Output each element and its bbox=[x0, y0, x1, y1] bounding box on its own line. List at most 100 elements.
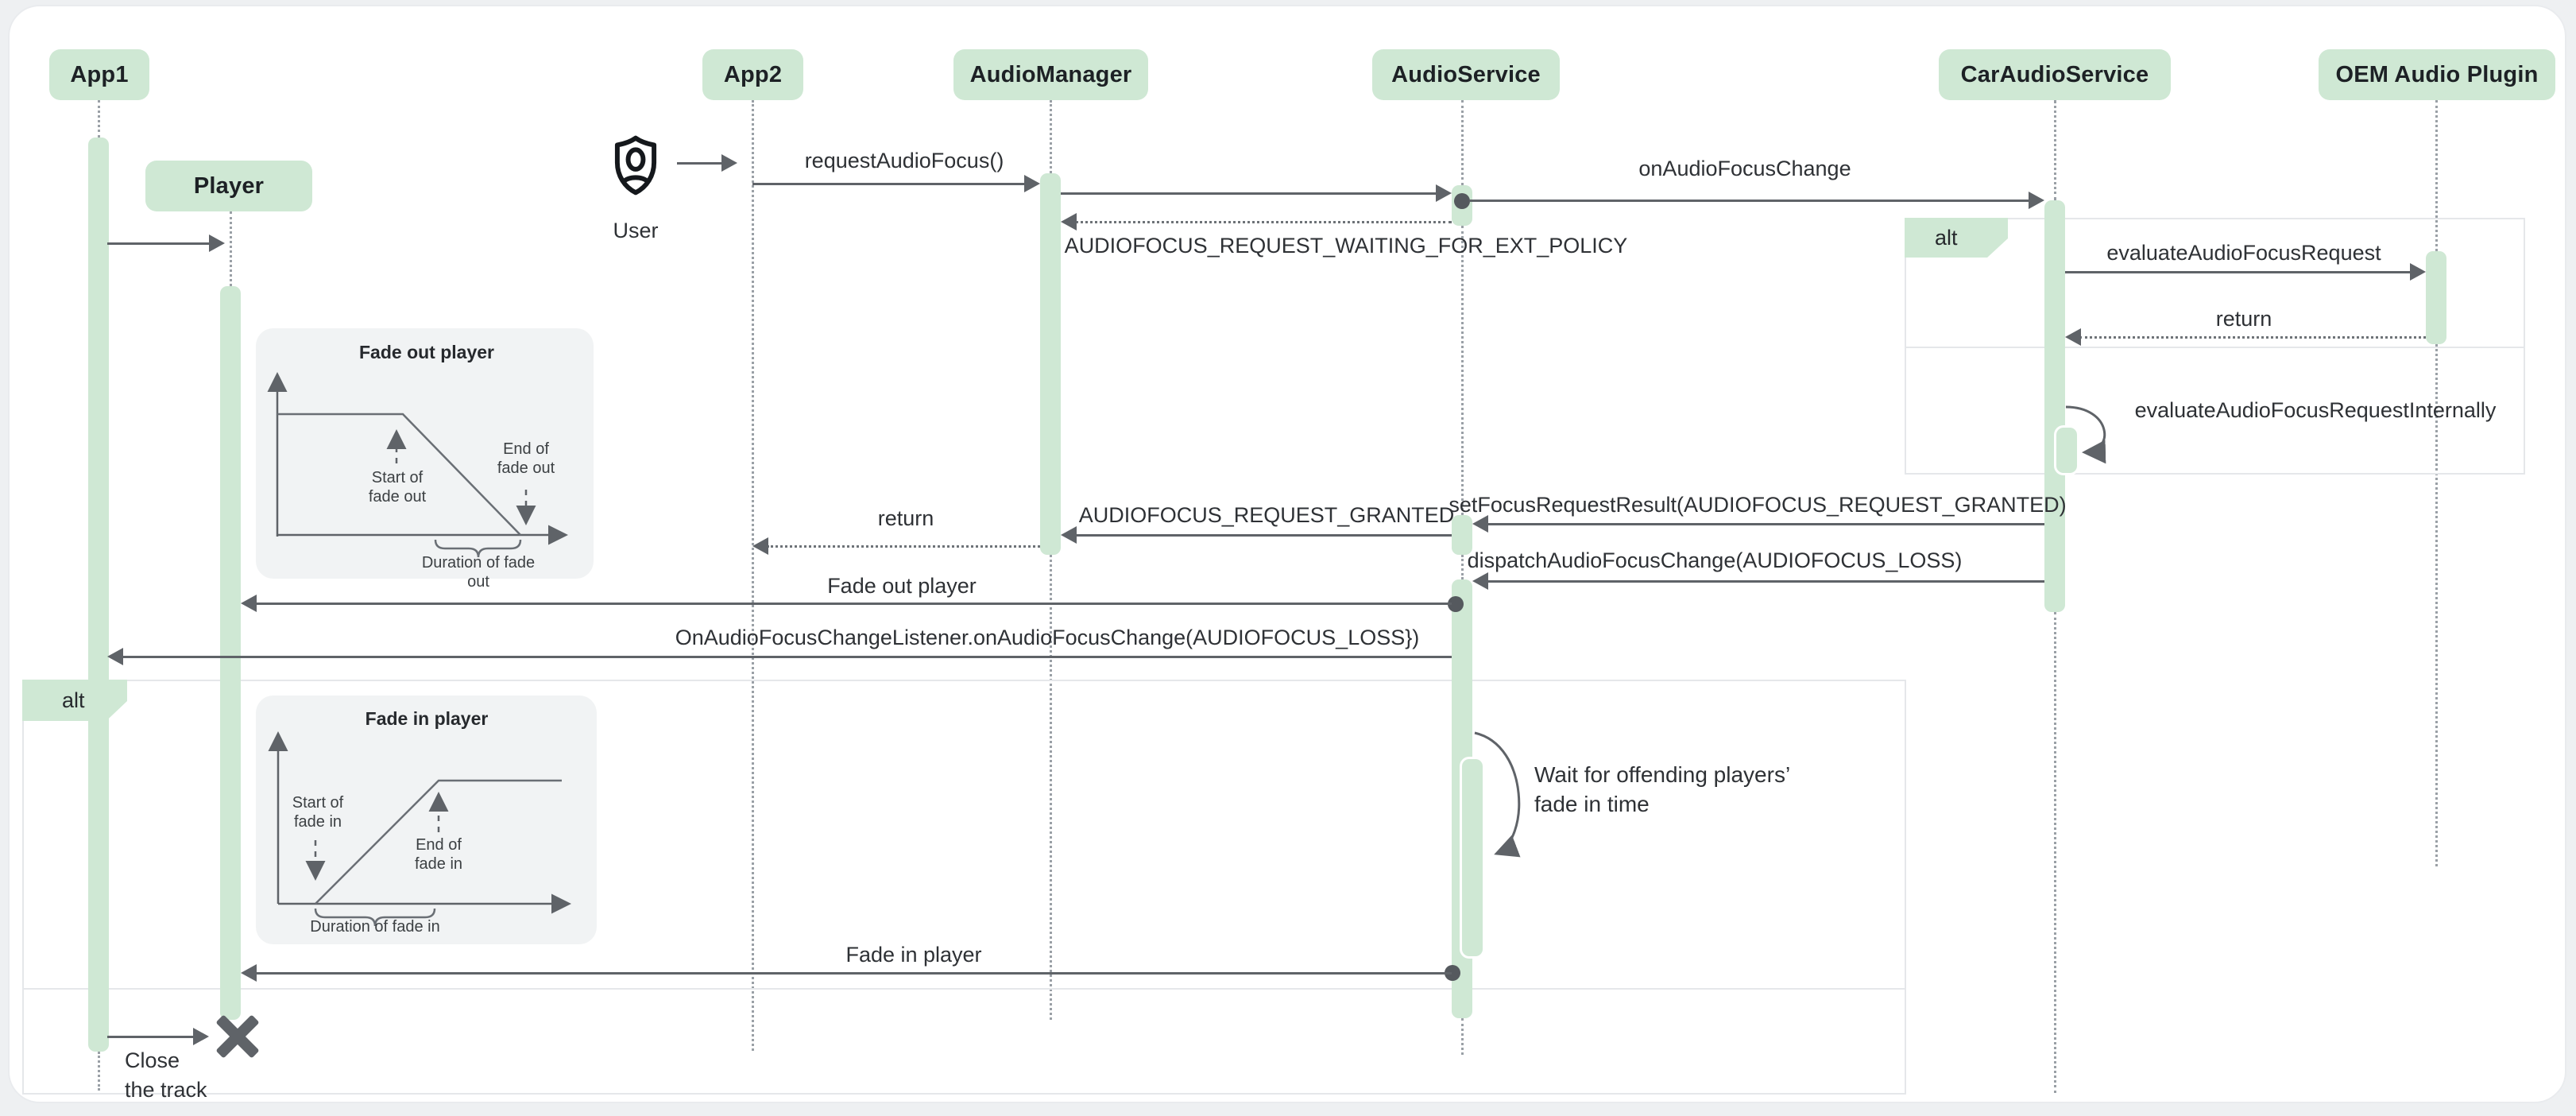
activation-caraudioservice bbox=[2044, 200, 2065, 612]
listener-arrowhead bbox=[107, 648, 123, 665]
wait-self-arc bbox=[1474, 731, 1521, 858]
evaluate-arrow bbox=[2065, 271, 2412, 273]
alt-label: alt bbox=[1935, 225, 1958, 250]
msg-set-focus-result: setFocusRequestResult(AUDIOFOCUS_REQUEST… bbox=[1449, 493, 2067, 517]
lifeline-oem bbox=[2435, 344, 2438, 866]
user-arrow bbox=[677, 162, 723, 165]
alt-frame-divider bbox=[24, 988, 1905, 990]
fade-out-line bbox=[255, 603, 1452, 605]
lifeline-audioservice bbox=[1461, 1018, 1464, 1055]
activation-app1 bbox=[88, 138, 109, 1052]
close-track-arrowhead bbox=[193, 1028, 209, 1045]
lifeline-audiomanager bbox=[1050, 100, 1052, 173]
evaluate-arrowhead bbox=[2410, 263, 2426, 281]
dispatch-arrowhead bbox=[1472, 572, 1488, 590]
close-track-line bbox=[107, 1036, 193, 1038]
on-change-arrow bbox=[1469, 200, 2030, 202]
message-origin-dot bbox=[1445, 965, 1460, 981]
alt-frame-tab: alt bbox=[1905, 218, 2008, 258]
fade-in-line bbox=[255, 972, 1452, 975]
set-focus-result-arrowhead bbox=[1472, 515, 1488, 533]
msg-evaluate-internally: evaluateAudioFocusRequestInternally bbox=[2134, 398, 2497, 422]
msg-granted: AUDIOFOCUS_REQUEST_GRANTED bbox=[1078, 503, 1455, 527]
fade-in-arrowhead bbox=[241, 964, 257, 982]
participant-label: AudioService bbox=[1391, 61, 1541, 87]
fade-out-chart-plot bbox=[267, 372, 568, 558]
msg-evaluate: evaluateAudioFocusRequest bbox=[2106, 241, 2381, 265]
granted-return-line bbox=[767, 545, 1040, 548]
lifeline-audioservice bbox=[1461, 226, 1464, 515]
granted-arrowhead bbox=[1061, 526, 1077, 544]
lifeline-app1 bbox=[98, 1052, 100, 1091]
participant-label: Player bbox=[193, 172, 265, 199]
lifeline-app2 bbox=[752, 100, 754, 1051]
fade-in-chart: Fade in player Start of fade in End of f… bbox=[256, 696, 597, 944]
activation-audioservice-wait bbox=[1462, 759, 1483, 956]
lifeline-player bbox=[230, 211, 232, 286]
msg-granted-return: return bbox=[877, 506, 934, 530]
lifeline-audioservice bbox=[1461, 555, 1464, 579]
fade-out-end-label: End of fade out bbox=[497, 440, 555, 477]
granted-line bbox=[1075, 534, 1452, 537]
lifeline-caraudioservice bbox=[2054, 100, 2056, 200]
activation-player bbox=[220, 286, 241, 1020]
msg-fade-out: Fade out player bbox=[827, 574, 977, 598]
fade-out-start-label: Start of fade out bbox=[368, 469, 427, 506]
fade-in-chart-plot bbox=[268, 731, 571, 927]
fade-out-duration-label: Duration of fade out bbox=[421, 554, 536, 591]
message-origin-dot bbox=[1448, 596, 1464, 612]
msg-waiting: AUDIOFOCUS_REQUEST_WAITING_FOR_EXT_POLIC… bbox=[1064, 234, 1628, 258]
app1-player-arrowhead bbox=[209, 234, 225, 252]
wait-note: Wait for offending players’ fade in time bbox=[1534, 762, 1791, 816]
participant-audioservice: AudioService bbox=[1372, 49, 1560, 100]
fade-in-duration-label: Duration of fade in bbox=[310, 918, 440, 936]
alt-frame-fade: alt bbox=[22, 680, 1906, 1095]
lifeline-audioservice bbox=[1461, 100, 1464, 185]
waiting-return-arrowhead bbox=[1061, 213, 1077, 231]
user-arrowhead bbox=[721, 154, 737, 172]
alt-frame-divider bbox=[1906, 347, 2524, 348]
message-origin-dot bbox=[1454, 193, 1470, 209]
activation-oem bbox=[2426, 251, 2446, 344]
fade-in-start-label: Start of fade in bbox=[292, 794, 344, 831]
request-arrowhead bbox=[1024, 175, 1040, 192]
msg-evaluate-return: return bbox=[2215, 307, 2272, 331]
activation-caraudioservice-internal bbox=[2056, 428, 2077, 473]
fade-out-chart: Fade out player Start of fade out End of… bbox=[256, 328, 594, 591]
evaluate-return-arrowhead bbox=[2065, 328, 2081, 346]
alt-label: alt bbox=[62, 688, 85, 712]
participant-label: App2 bbox=[723, 61, 783, 87]
participant-audiomanager: AudioManager bbox=[953, 49, 1148, 100]
on-change-arrowhead bbox=[2029, 192, 2044, 209]
fade-out-chart-title: Fade out player bbox=[359, 342, 494, 362]
waiting-return-line bbox=[1075, 221, 1452, 223]
fade-in-chart-title: Fade in player bbox=[365, 708, 489, 729]
participant-app1: App1 bbox=[49, 49, 149, 100]
fade-out-arrowhead bbox=[241, 595, 257, 612]
user-icon bbox=[614, 135, 657, 196]
app1-player-arrow bbox=[107, 242, 209, 245]
msg-fade-in: Fade in player bbox=[845, 943, 982, 967]
evaluate-return-line bbox=[2079, 336, 2426, 339]
participant-label: App1 bbox=[70, 61, 129, 87]
am-as-arrowhead bbox=[1436, 184, 1452, 202]
request-arrow bbox=[752, 183, 1026, 185]
lifeline-audiomanager bbox=[1050, 555, 1052, 1020]
am-as-arrow bbox=[1061, 192, 1437, 195]
msg-request-audio-focus: requestAudioFocus() bbox=[804, 149, 1004, 172]
participant-app2: App2 bbox=[702, 49, 803, 100]
granted-return-arrowhead bbox=[752, 537, 768, 555]
lifeline-oem bbox=[2435, 100, 2438, 251]
actor-label: User bbox=[613, 219, 659, 242]
participant-label: OEM Audio Plugin bbox=[2335, 61, 2539, 87]
lifeline-app1 bbox=[98, 100, 100, 138]
participant-oem-audio-plugin: OEM Audio Plugin bbox=[2319, 49, 2555, 100]
set-focus-result-line bbox=[1487, 523, 2044, 525]
participant-player: Player bbox=[145, 161, 312, 211]
participant-label: CarAudioService bbox=[1960, 61, 2149, 87]
msg-listener: OnAudioFocusChangeListener.onAudioFocusC… bbox=[675, 626, 1420, 649]
lifeline-caraudioservice bbox=[2054, 612, 2056, 1093]
self-call-arc bbox=[2065, 405, 2106, 464]
participant-caraudioservice: CarAudioService bbox=[1939, 49, 2171, 100]
